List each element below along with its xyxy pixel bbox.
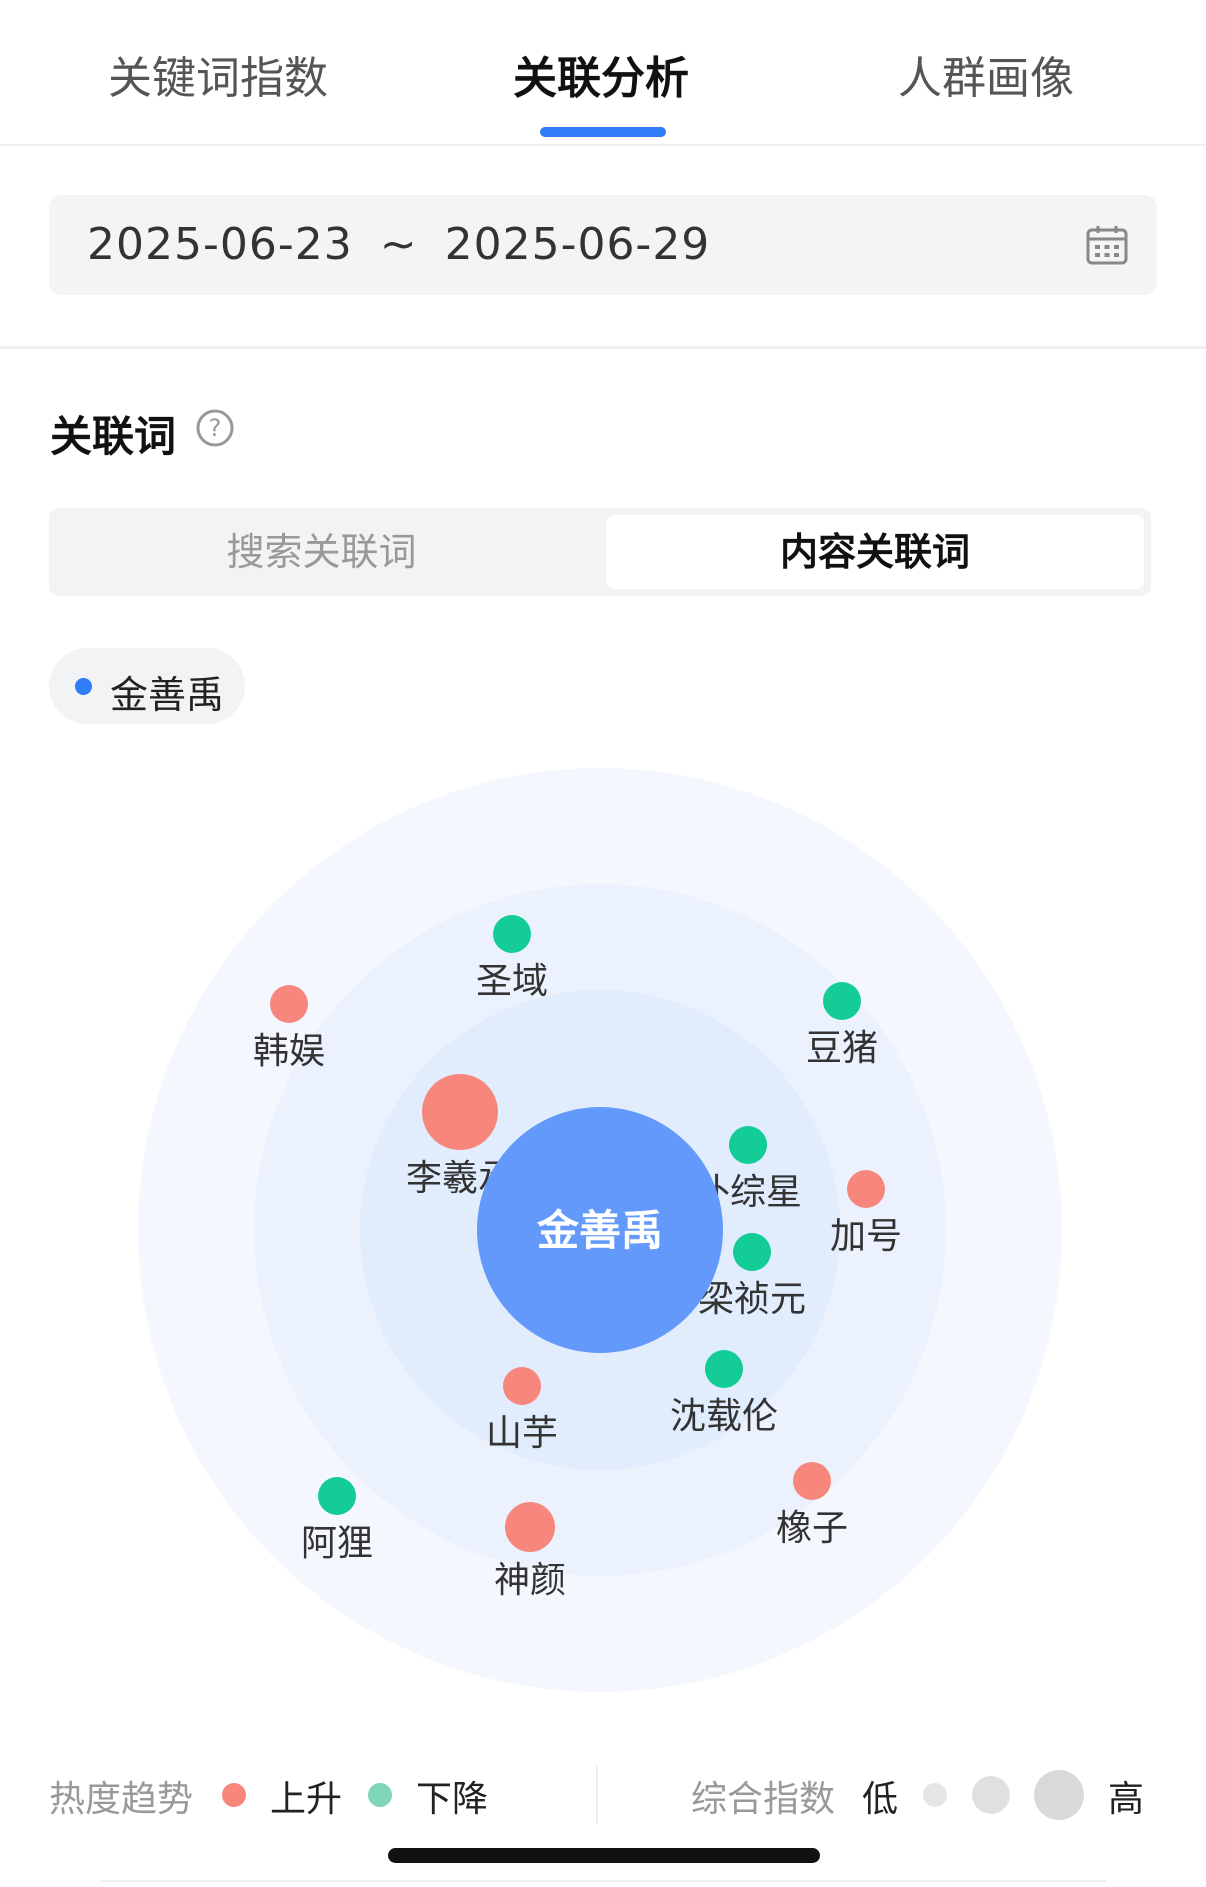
node-2-bubble[interactable]	[823, 982, 861, 1020]
tab-audience-profile[interactable]: 人群画像	[898, 53, 1074, 104]
tab-association-analysis[interactable]: 关联分析	[513, 53, 689, 104]
legend-rise-dot	[222, 1783, 246, 1807]
date-start: 2025-06-23	[87, 219, 353, 270]
legend-fall-label: 下降	[416, 1779, 489, 1820]
node-7-bubble[interactable]	[503, 1367, 541, 1405]
legend-low-label: 低	[862, 1779, 899, 1820]
center-node[interactable]	[477, 1107, 723, 1353]
legend-size-large	[1034, 1770, 1084, 1820]
node-8-label: 沈载伦	[670, 1396, 778, 1437]
section-title: 关联词	[50, 412, 177, 461]
keyword-chip-label: 金善禹	[110, 673, 225, 717]
legend-rise-label: 上升	[270, 1779, 343, 1820]
node-0-bubble[interactable]	[493, 915, 531, 953]
node-3-bubble[interactable]	[422, 1074, 498, 1150]
legend-size-small	[923, 1783, 947, 1807]
chart-svg: 圣域韩娱豆猪李羲承朴综星加号梁祯元山芋沈载伦橡子阿狸神颜 金善禹	[138, 768, 1062, 1692]
segment-search-related[interactable]: 搜索关联词	[226, 530, 417, 574]
node-10-label: 阿狸	[301, 1523, 373, 1564]
node-1-label: 韩娱	[253, 1031, 325, 1072]
keyword-chip[interactable]: 金善禹	[49, 648, 245, 724]
keyword-dot	[75, 678, 92, 695]
node-11-label: 神颜	[494, 1560, 566, 1601]
node-5-label: 加号	[830, 1216, 902, 1257]
node-2-label: 豆猪	[806, 1028, 878, 1069]
section-divider	[0, 346, 1206, 349]
node-7-label: 山芋	[486, 1413, 558, 1454]
active-tab-indicator	[540, 127, 666, 137]
calendar-icon[interactable]	[1085, 223, 1129, 267]
legend-trend-title: 热度趋势	[49, 1779, 194, 1820]
legend-high-label: 高	[1108, 1779, 1145, 1820]
tab-keyword-index[interactable]: 关键词指数	[108, 53, 328, 104]
legend-fall-dot	[368, 1783, 392, 1807]
node-6-bubble[interactable]	[733, 1233, 771, 1271]
node-0-label: 圣域	[476, 961, 548, 1002]
related-word-bubble-chart: 圣域韩娱豆猪李羲承朴综星加号梁祯元山芋沈载伦橡子阿狸神颜 金善禹	[0, 760, 1206, 1700]
node-5-bubble[interactable]	[847, 1170, 885, 1208]
node-6-label: 梁祯元	[698, 1279, 806, 1320]
node-4-bubble[interactable]	[729, 1126, 767, 1164]
related-word-type-switch: 搜索关联词 内容关联词	[49, 508, 1151, 596]
node-10-bubble[interactable]	[318, 1477, 356, 1515]
node-8-bubble[interactable]	[705, 1350, 743, 1388]
date-separator: ~	[379, 219, 418, 270]
legend-index-title: 综合指数	[691, 1779, 836, 1820]
svg-text:?: ?	[209, 414, 222, 442]
center-node-label: 金善禹	[536, 1206, 663, 1255]
chart-legend: 热度趋势 上升 下降 综合指数 低 高	[0, 1766, 1206, 1824]
date-end: 2025-06-29	[444, 219, 711, 270]
segment-content-related[interactable]: 内容关联词	[606, 515, 1144, 589]
legend-divider	[596, 1766, 598, 1824]
bottom-divider	[100, 1880, 1106, 1882]
top-tab-bar: 关键词指数 关联分析 人群画像	[0, 0, 1206, 146]
node-9-label: 橡子	[776, 1508, 848, 1549]
node-1-bubble[interactable]	[270, 985, 308, 1023]
home-indicator	[388, 1848, 820, 1863]
legend-size-medium	[972, 1776, 1010, 1814]
date-range-text: 2025-06-23 ~ 2025-06-29	[87, 219, 710, 270]
node-9-bubble[interactable]	[793, 1462, 831, 1500]
date-range-picker[interactable]: 2025-06-23 ~ 2025-06-29	[49, 195, 1157, 295]
question-circle-icon[interactable]: ?	[195, 408, 235, 448]
node-11-bubble[interactable]	[505, 1502, 555, 1552]
